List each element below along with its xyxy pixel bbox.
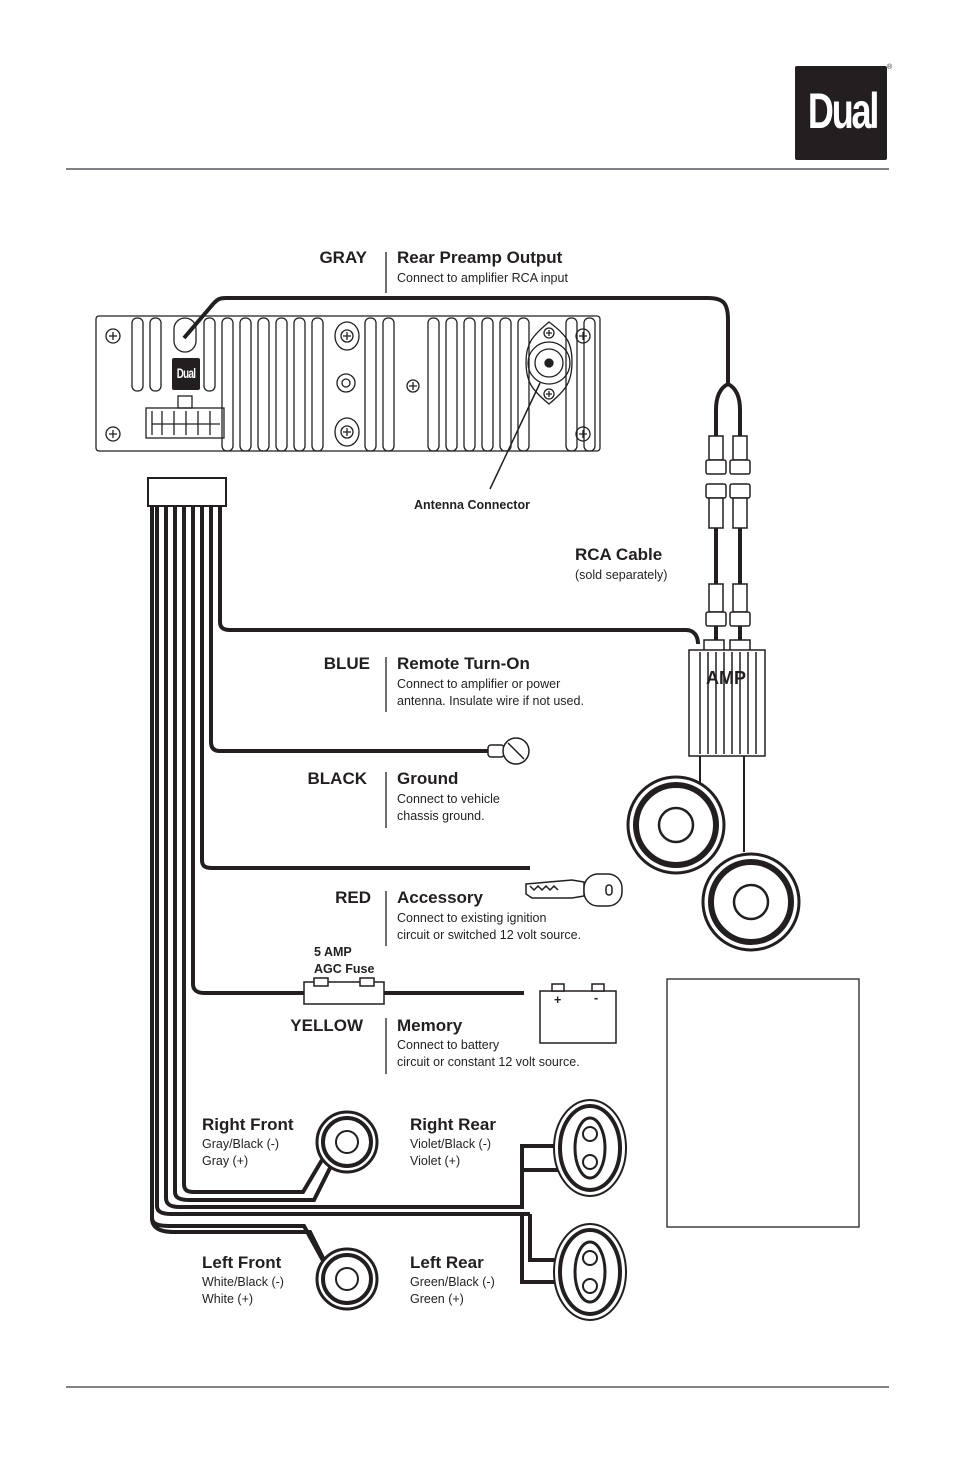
speaker-right-front: [315, 1110, 379, 1174]
speaker-title-left-front: Left Front: [202, 1253, 282, 1272]
wire-color-blue: BLUE: [323, 654, 370, 673]
amp-speaker-2: [701, 852, 801, 952]
speaker-neg-left-front: White/Black (-): [202, 1275, 284, 1289]
amplifier: [688, 639, 766, 757]
antenna-leader: [489, 382, 541, 490]
wire-color-yellow: YELLOW: [290, 1016, 363, 1035]
harness-wires: [150, 506, 700, 1284]
wire-color-gray: GRAY: [319, 248, 367, 267]
connection-desc-preamp-1: Connect to amplifier RCA input: [397, 271, 568, 285]
screws: [105, 321, 591, 447]
speaker-pos-left-rear: Green (+): [410, 1292, 464, 1306]
head-unit-chassis: [95, 315, 601, 452]
rca-cable-wires: [714, 528, 742, 642]
connection-desc-ground-1: Connect to vehicle: [397, 792, 500, 806]
amp-speaker-1: [626, 775, 726, 875]
connection-title-remote: Remote Turn-On: [397, 654, 530, 673]
rca-plugs: [705, 435, 751, 627]
connection-desc-accessory-2: circuit or switched 12 volt source.: [397, 928, 582, 942]
speaker-right-rear: [553, 1099, 627, 1197]
wire-color-red: RED: [335, 888, 371, 907]
rca-cable-title: RCA Cable: [575, 545, 663, 564]
battery: [539, 983, 617, 1044]
preamp-jack: [173, 317, 197, 353]
connection-title-ground: Ground: [397, 769, 459, 788]
speaker-neg-left-rear: Green/Black (-): [410, 1275, 495, 1289]
speaker-left-front: [315, 1247, 379, 1311]
fuse-label-line2: AGC Fuse: [314, 962, 375, 976]
preamp-cable: [182, 296, 730, 384]
connection-desc-memory-1: Connect to battery: [397, 1038, 500, 1052]
connection-desc-memory-2: circuit or constant 12 volt source.: [397, 1055, 580, 1069]
battery-plus: +: [554, 993, 562, 1007]
connection-desc-remote-2: antenna. Insulate wire if not used.: [397, 694, 584, 708]
rca-split: [714, 382, 742, 440]
connection-title-preamp: Rear Preamp Output: [397, 248, 563, 267]
speaker-pos-left-front: White (+): [202, 1292, 254, 1306]
iso-connector: [145, 395, 225, 439]
brand-logo-text: Dual: [807, 83, 880, 139]
connection-desc-ground-2: chassis ground.: [397, 809, 485, 823]
brand-logo: Dual: [795, 66, 887, 160]
connection-desc-remote-1: Connect to amplifier or power: [397, 677, 561, 691]
speaker-neg-right-rear: Violet/Black (-): [410, 1137, 492, 1151]
unit-logo: Dual: [172, 358, 200, 390]
connection-desc-accessory-1: Connect to existing ignition: [397, 911, 547, 925]
speaker-pos-right-rear: Violet (+): [410, 1154, 461, 1168]
connection-title-accessory: Accessory: [397, 888, 484, 907]
connection-title-memory: Memory: [397, 1016, 463, 1035]
rca-cable-note: (sold separately): [575, 568, 668, 582]
speaker-pos-right-front: Gray (+): [202, 1154, 249, 1168]
speaker-title-left-rear: Left Rear: [410, 1253, 484, 1272]
ground-terminal: [487, 737, 530, 765]
speaker-title-right-front: Right Front: [202, 1115, 294, 1134]
antenna-socket: [525, 321, 573, 405]
amp-label: AMP: [706, 668, 746, 688]
speaker-left-rear: [553, 1223, 627, 1321]
battery-minus: -: [594, 991, 599, 1005]
harness-plug: [147, 477, 227, 507]
wire-color-black: BLACK: [307, 769, 368, 788]
vent-slots: [131, 317, 596, 452]
speaker-title-right-rear: Right Rear: [410, 1115, 496, 1134]
ignition-key: [525, 873, 623, 907]
agc-fuse: [303, 977, 385, 1005]
note-box: [666, 978, 860, 1228]
unit-logo-text: Dual: [176, 365, 196, 381]
fuse-label-line1: 5 AMP: [314, 945, 352, 959]
registered-mark: ®: [887, 64, 893, 71]
speaker-neg-right-front: Gray/Black (-): [202, 1137, 280, 1151]
antenna-connector-label: Antenna Connector: [414, 498, 530, 512]
